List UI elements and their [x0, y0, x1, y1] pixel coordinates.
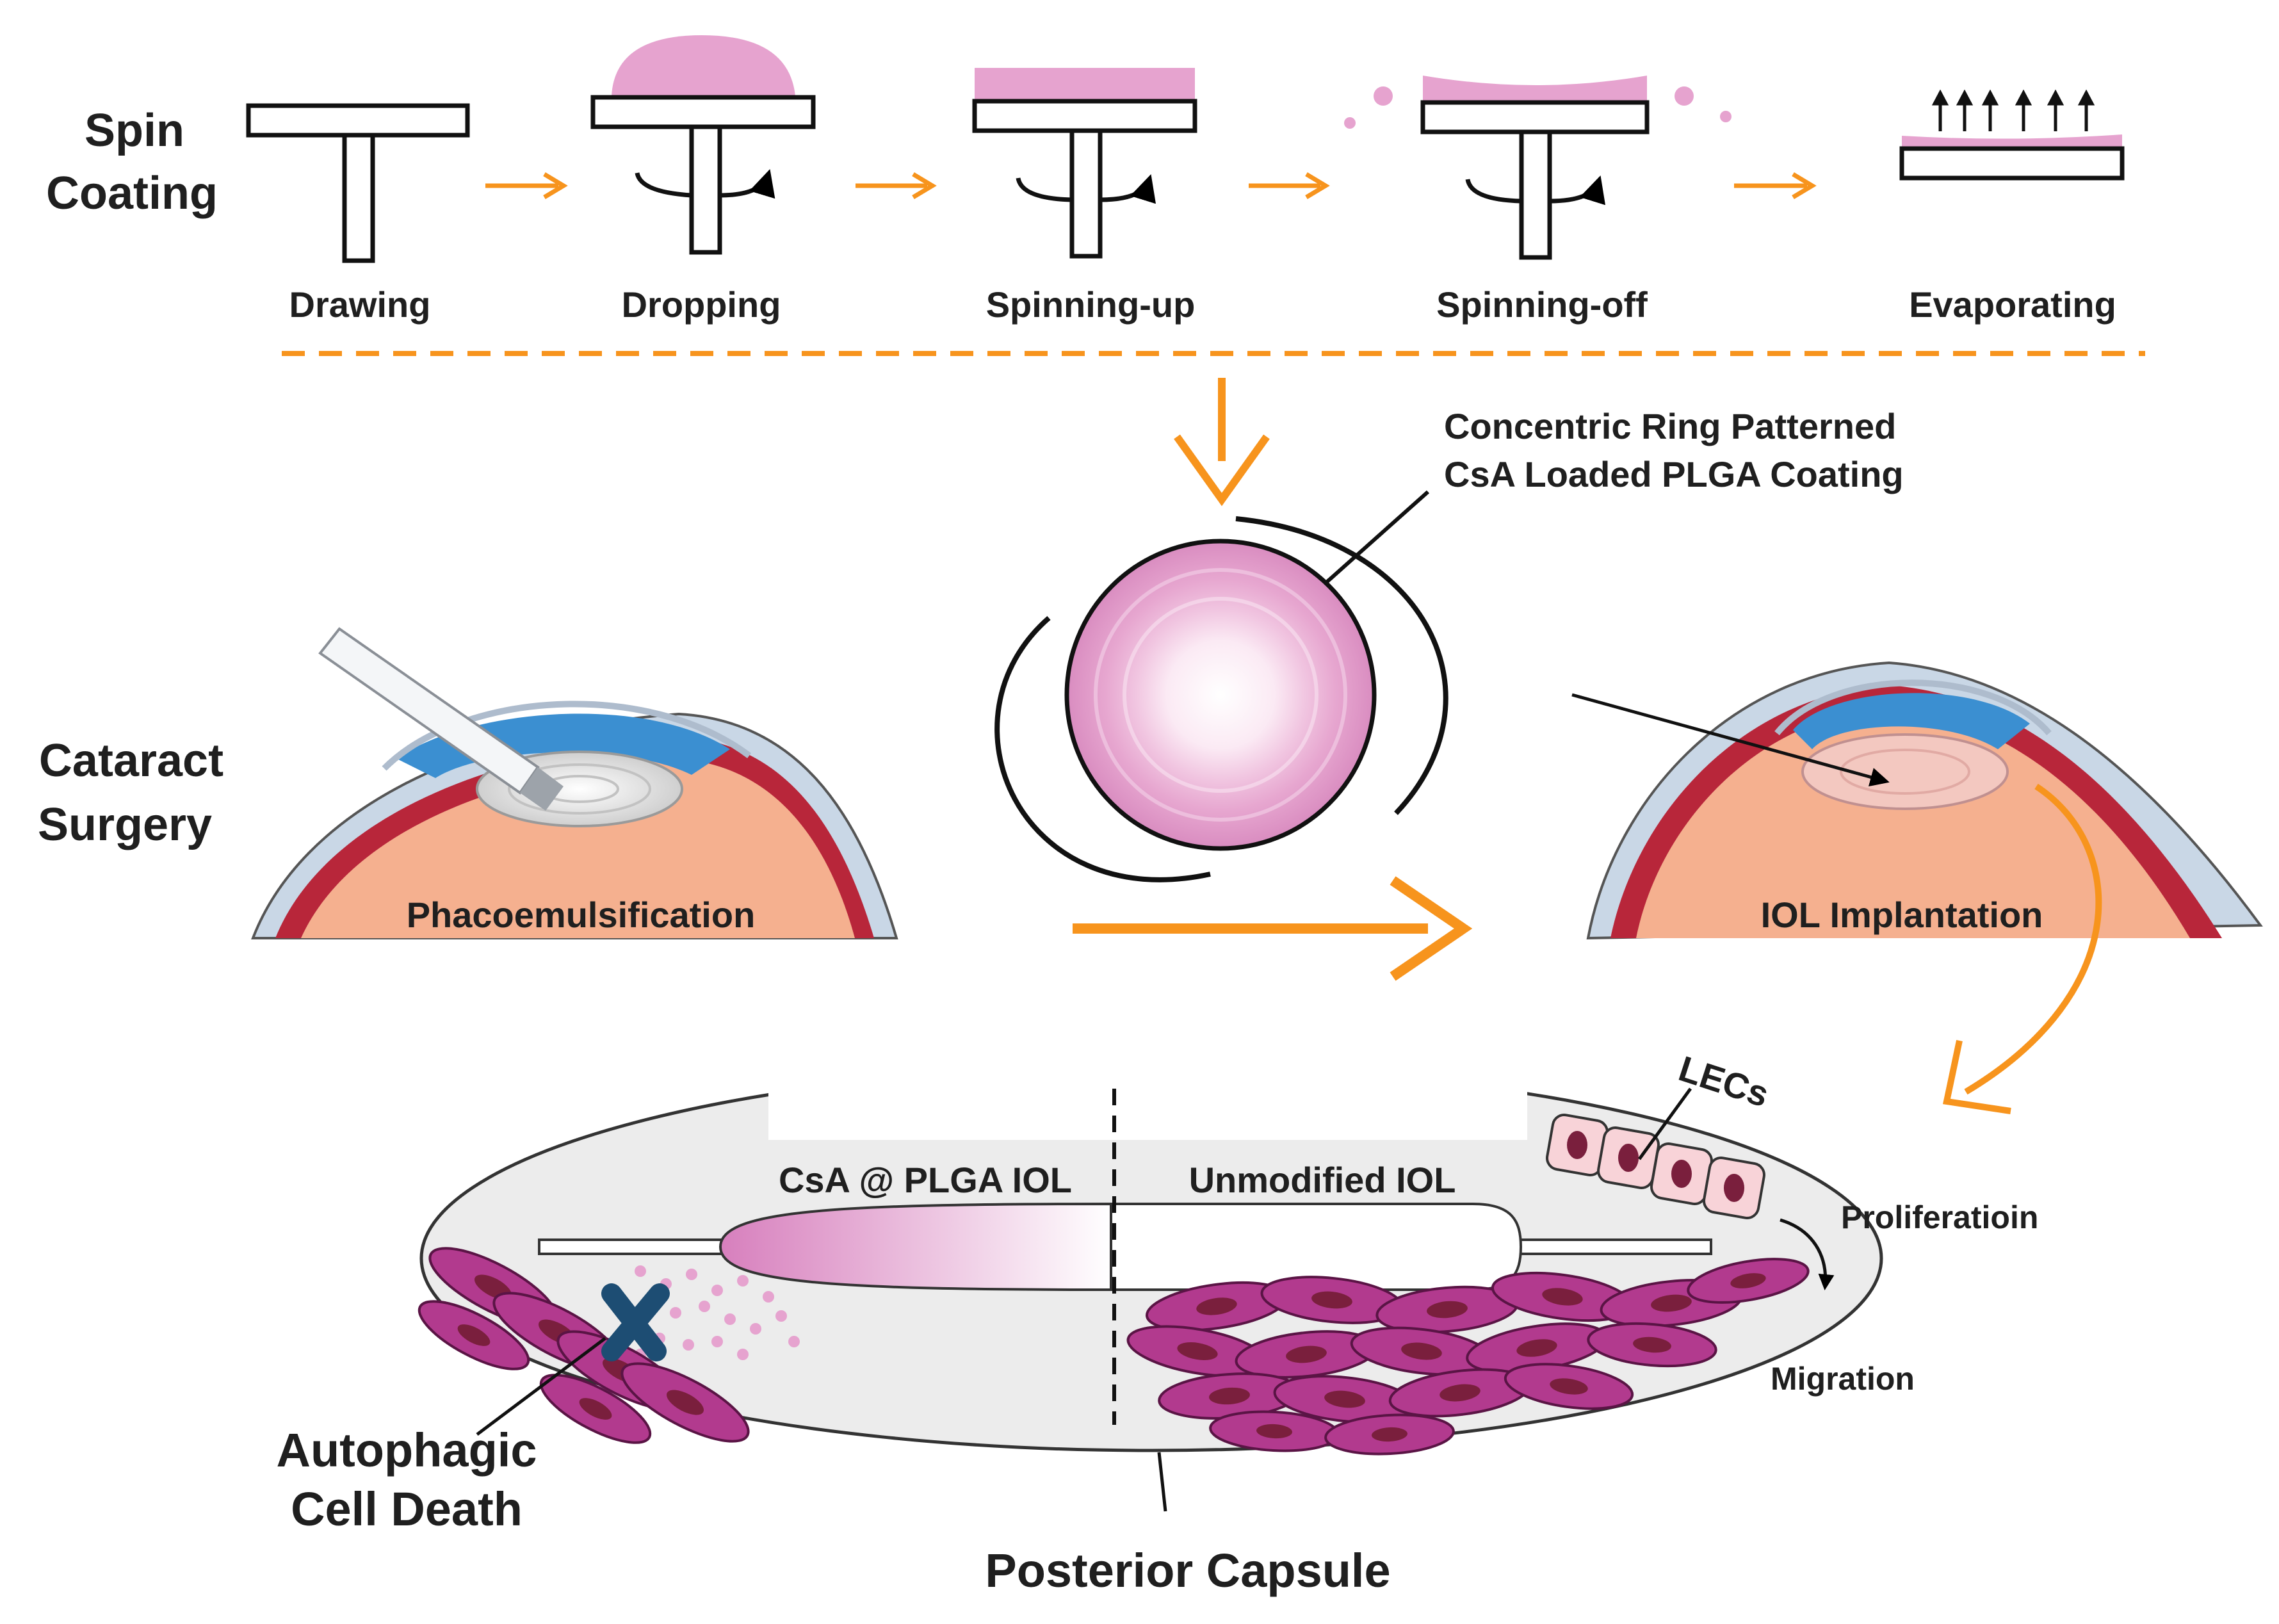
spin-coating-title-line2: Coating [46, 168, 218, 219]
step-spinning-off-illustration [1344, 76, 1732, 260]
proliferation-label: Proliferatioin [1841, 1199, 2038, 1235]
step-evaporating-illustration [1899, 89, 2125, 181]
haptic-left [994, 615, 1211, 882]
thinned-coating [1423, 76, 1647, 102]
posterior-pointer [1157, 1452, 1167, 1512]
process-arrow-3-head [1305, 172, 1330, 200]
posterior-capsule-label: Posterior Capsule [985, 1544, 1390, 1597]
x-mark-icon [601, 1283, 670, 1361]
step-label-spinning-off: Spinning-off [1436, 284, 1648, 325]
implant-arrow-head [1390, 876, 1473, 981]
autophagic-cell-death-line1: Autophagic [277, 1424, 537, 1477]
step-label-evaporating: Evaporating [1909, 284, 2116, 325]
process-arrow-4-head [1792, 172, 1817, 200]
spin-coating-title-line1: Spin [85, 105, 184, 156]
coating-label-line2: CsA Loaded PLGA Coating [1444, 454, 1904, 494]
lecs-label: LECs [1674, 1048, 1774, 1114]
unmodified-iol-label: Unmodified IOL [1189, 1160, 1456, 1200]
capsulotomy-opening [768, 1050, 1527, 1140]
posterior-capsule-section: CsA @ PLGA IOL Unmodified IOL [277, 1048, 2039, 1597]
migration-label: Migration [1771, 1361, 1915, 1397]
autophagic-cell-death-line2: Cell Death [291, 1482, 523, 1536]
dried-coating [1902, 134, 2122, 149]
step-spinning-up-illustration [972, 68, 1197, 259]
proliferating-cells-right [1126, 1258, 1810, 1456]
iol-implantation-label: IOL Implantation [1761, 895, 2043, 935]
death-pointer [476, 1337, 606, 1436]
process-arrow-2-head [912, 172, 937, 200]
down-arrow-head [1174, 434, 1270, 507]
proliferation-arrow [1780, 1218, 1835, 1290]
implant-pointer [1571, 693, 1890, 787]
step-label-spinning-up: Spinning-up [986, 284, 1196, 325]
coated-iol-half [718, 1202, 1112, 1292]
zoom-curved-arrow [1964, 783, 2102, 1095]
process-arrow-1-head [543, 172, 568, 200]
cataract-surgery-title-line2: Surgery [38, 799, 212, 850]
phacoemulsification-label: Phacoemulsification [407, 895, 756, 935]
implanted-iol [1801, 733, 2009, 810]
lens-epithelial-cells [1546, 1114, 1765, 1219]
concentric-ring-iol [1064, 539, 1377, 851]
step-label-dropping: Dropping [622, 284, 781, 325]
coated-iol-section: Concentric Ring Patterned CsA Loaded PLG… [994, 378, 1904, 981]
cataract-surgery-title-line1: Cataract [39, 735, 223, 786]
coating-label-line1: Concentric Ring Patterned [1444, 406, 1896, 446]
haptic-right [1235, 516, 1448, 815]
cataract-surgery-section: Cataract Surgery Phacoemulsification [38, 627, 2263, 1114]
zoom-curved-arrow-head [1943, 1039, 2011, 1114]
step-drawing-illustration [246, 103, 470, 263]
coating-layer [975, 68, 1195, 100]
lecs-pointer [1637, 1087, 1692, 1160]
coating-droplet [612, 35, 795, 96]
step-label-drawing: Drawing [289, 284, 431, 325]
phaco-probe [318, 627, 564, 811]
spin-coating-section: Spin Coating Drawing Dropping [46, 35, 2145, 356]
csa-plga-iol-label: CsA @ PLGA IOL [779, 1160, 1072, 1200]
eye-phacoemulsification [251, 627, 898, 939]
step-dropping-illustration [590, 35, 816, 255]
